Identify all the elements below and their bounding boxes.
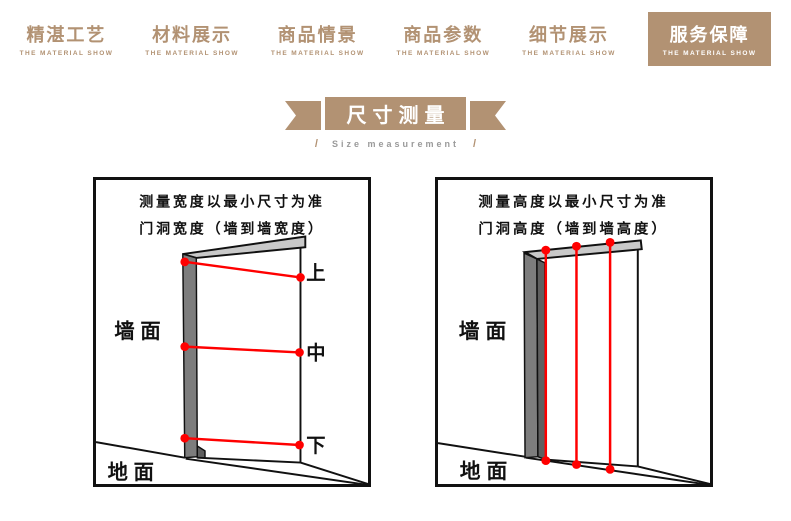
- label-top: 上: [306, 262, 325, 284]
- tab-product-scene[interactable]: 商品情景 THE MATERIAL SHOW: [271, 21, 365, 57]
- section-banner: 尺寸测量: [0, 96, 791, 130]
- slash-left-icon: /: [314, 138, 318, 150]
- tab-subtitle: THE MATERIAL SHOW: [270, 50, 365, 57]
- floor-label: 地面: [107, 460, 159, 484]
- slash-right-icon: /: [473, 138, 477, 150]
- door-left-jamb: [181, 253, 198, 459]
- tab-label: 细节展示: [528, 25, 609, 45]
- door-jamb-foot: [196, 444, 206, 459]
- tab-label: 材料展示: [152, 25, 233, 45]
- ribbon-right-icon: [470, 101, 506, 130]
- floor-lines: [437, 442, 710, 484]
- width-measure-panel: 测量宽度以最小尺寸为准 门洞宽度（墙到墙宽度）: [92, 177, 371, 487]
- panel-title-line1: 测量高度以最小尺寸为准: [478, 192, 668, 210]
- door-frame: [521, 239, 643, 467]
- tab-subtitle: THE MATERIAL SHOW: [145, 50, 239, 57]
- panel-title-line2: 门洞宽度（墙到墙宽度）: [139, 221, 325, 237]
- tab-material-display[interactable]: 材料展示 THE MATERIAL SHOW: [145, 21, 239, 57]
- door-frame: [181, 235, 306, 463]
- tab-detail-display[interactable]: 细节展示 THE MATERIAL SHOW: [522, 21, 616, 57]
- door-jamb-side: [535, 257, 547, 461]
- wall-label: 墙面: [114, 319, 166, 343]
- panel-title-line2: 门洞高度（墙到墙高度）: [478, 220, 668, 238]
- wall-label: 墙面: [458, 319, 511, 343]
- tab-label: 服务保障: [669, 25, 750, 45]
- tab-exquisite-craft[interactable]: 精湛工艺 THE MATERIAL SHOW: [20, 21, 114, 57]
- door-left-jamb: [522, 251, 539, 459]
- height-measure-panel: 测量高度以最小尺寸为准 门洞高度（墙到墙高度）: [434, 177, 713, 487]
- floor-lines: [95, 441, 368, 484]
- measure-line-bottom: [179, 433, 304, 450]
- label-bottom: 下: [306, 435, 325, 457]
- tab-product-params[interactable]: 商品参数 THE MATERIAL SHOW: [397, 21, 491, 57]
- section-tabs: 精湛工艺 THE MATERIAL SHOW 材料展示 THE MATERIAL…: [0, 0, 791, 66]
- tab-service-guarantee[interactable]: 服务保障 THE MATERIAL SHOW: [647, 12, 772, 66]
- tab-subtitle: THE MATERIAL SHOW: [19, 50, 114, 57]
- tab-subtitle: THE MATERIAL SHOW: [396, 50, 491, 57]
- tab-label: 商品参数: [403, 25, 484, 45]
- banner-subtitle-row: / Size measurement /: [0, 138, 791, 150]
- tab-subtitle: THE MATERIAL SHOW: [662, 50, 757, 57]
- measure-line-right: [605, 237, 615, 474]
- floor-label: 地面: [459, 459, 512, 483]
- measure-line-middle: [179, 342, 304, 357]
- tab-subtitle: THE MATERIAL SHOW: [522, 50, 616, 57]
- door-lintel: [182, 235, 306, 259]
- ribbon-left-icon: [285, 101, 321, 130]
- panel-title-line1: 测量宽度以最小尺寸为准: [139, 193, 325, 209]
- width-measure-diagram: 测量宽度以最小尺寸为准 门洞宽度（墙到墙宽度）: [95, 193, 368, 484]
- tab-label: 商品情景: [277, 25, 358, 45]
- tab-label: 精湛工艺: [26, 25, 107, 45]
- banner-subtitle: Size measurement: [331, 139, 460, 149]
- measure-line-top: [179, 257, 305, 282]
- label-middle: 中: [306, 341, 325, 364]
- height-measure-diagram: 测量高度以最小尺寸为准 门洞高度（墙到墙高度）: [437, 192, 710, 484]
- banner-title: 尺寸测量: [325, 96, 466, 130]
- measure-line-center: [571, 241, 581, 469]
- measure-panels: 测量宽度以最小尺寸为准 门洞宽度（墙到墙宽度）: [7, 177, 791, 487]
- measure-line-left: [540, 245, 550, 465]
